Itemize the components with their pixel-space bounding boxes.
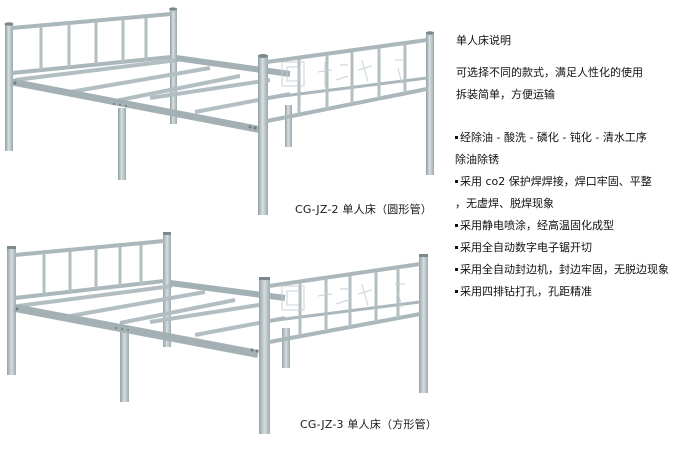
description-intro-line: 拆装简单，方便运输 [456,88,555,101]
description-title: 单人床说明 [456,34,511,47]
feature-item: 采用静电喷涂，经高温固化成型 [455,215,693,237]
product-caption-round-tube: CG-JZ-2 单人床（圆形管） [295,203,433,216]
bullet-icon [455,290,458,293]
product-caption-square-tube: CG-JZ-3 单人床（方形管） [300,418,438,431]
watermark-logo [281,283,405,311]
feature-item: 采用 co2 保护焊焊接，焊口牢固、平整 ，无虚焊、脱焊现象 [455,175,652,210]
bed-frame-square-illustration [7,232,428,434]
bullet-icon [455,224,458,227]
product-image-square-tube-bed [0,228,440,450]
bullet-icon [455,136,458,139]
description-section: 单人床说明 可选择不同的款式，满足人性化的使用 拆装简单，方便运输 [456,34,692,106]
description-intro-line: 可选择不同的款式，满足人性化的使用 [456,66,643,79]
bullet-icon [455,268,458,271]
bullet-icon [455,246,458,249]
bullet-icon [455,180,458,183]
feature-item: 采用全自动封边机，封边牢固，无脱边现象 [455,259,693,281]
feature-item: 采用全自动数字电子锯开切 [455,237,693,259]
watermark-logo [281,59,405,87]
feature-item: 采用四排钻打孔，孔距精准 [455,281,693,303]
feature-item: 经除油 - 酸洗 - 磷化 - 钝化 - 清水工序 除油除锈 [455,131,647,166]
product-image-round-tube-bed [0,0,440,230]
bed-frame-round-illustration [4,7,434,215]
feature-list: 经除油 - 酸洗 - 磷化 - 钝化 - 清水工序 除油除锈 采用 co2 保护… [455,127,693,303]
